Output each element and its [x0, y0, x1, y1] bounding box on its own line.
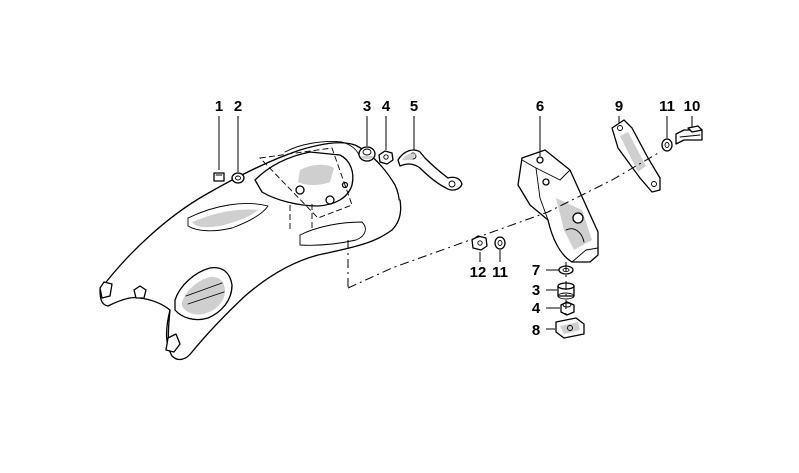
- label-10: 10: [684, 98, 701, 115]
- label-11-bottom: 11: [492, 264, 508, 281]
- label-4-top: 4: [382, 98, 391, 115]
- label-4-bottom: 4: [532, 300, 541, 317]
- label-3-top: 3: [363, 98, 371, 115]
- bolt-10[interactable]: [675, 125, 703, 145]
- screw-1[interactable]: [213, 172, 225, 182]
- rubber-grommet-3-bottom[interactable]: [557, 282, 575, 300]
- label-12: 12: [470, 264, 487, 281]
- label-6: 6: [536, 98, 544, 115]
- label-11-top: 11: [659, 98, 675, 115]
- bracket-6[interactable]: [517, 149, 599, 263]
- part-labels: 1 2 3 4 5 6 9 11 10 12 11 7 3 4 8: [215, 98, 701, 339]
- nut-4-top[interactable]: [378, 150, 394, 165]
- label-2: 2: [234, 98, 242, 115]
- assembly-line-main: [347, 151, 661, 289]
- label-3-bottom: 3: [532, 282, 540, 299]
- leader-lines: [218, 116, 693, 330]
- washer-2[interactable]: [231, 172, 245, 184]
- label-9: 9: [615, 98, 623, 115]
- label-8: 8: [532, 322, 540, 339]
- bracket-5[interactable]: [397, 149, 463, 191]
- nut-12[interactable]: [471, 235, 488, 251]
- clip-nut-8[interactable]: [555, 317, 585, 339]
- label-7: 7: [532, 262, 540, 279]
- washer-11-top[interactable]: [661, 138, 673, 152]
- washer-11-bottom[interactable]: [494, 236, 506, 250]
- plate-9[interactable]: [611, 119, 661, 193]
- rear-fender[interactable]: [99, 141, 402, 361]
- label-1: 1: [215, 98, 223, 115]
- label-5: 5: [410, 98, 418, 115]
- nut-4-bottom[interactable]: [560, 301, 575, 316]
- rubber-grommet-3-top[interactable]: [358, 146, 376, 162]
